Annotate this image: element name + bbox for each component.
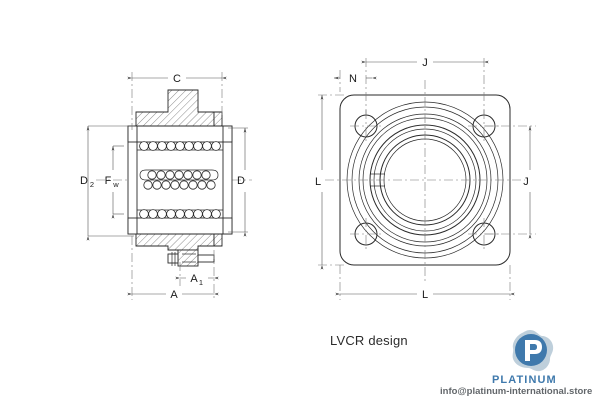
dimension-label-Fw: F [105, 175, 112, 187]
ball-row-top [139, 141, 221, 151]
dimension-label-D2: D [80, 175, 88, 187]
dimension-label-C: C [173, 73, 181, 85]
dimension-label-N: N [349, 73, 357, 85]
seal-bottom-left [127, 217, 138, 235]
dimension-label-L-left: L [315, 176, 321, 188]
dimension-label-J-right: J [523, 176, 529, 188]
section-view-group: C D 2 F w [80, 70, 252, 301]
bolt-hole-bottom-left [350, 218, 382, 250]
dimension-Fw: F w [105, 145, 124, 219]
dimension-label-D: D [237, 175, 245, 187]
flange-square-outline [339, 94, 511, 266]
seal-top-right [222, 125, 233, 143]
dimension-label-Fw-subscript: w [112, 180, 119, 189]
lower-stud-shaft [197, 254, 215, 263]
housing-upper-step [213, 111, 223, 127]
logo-letter-p [525, 340, 542, 361]
dimension-J-right: J [523, 126, 532, 239]
ball-row-center-upper [147, 170, 211, 180]
lower-stud-collar [167, 253, 179, 264]
dimension-A1: A 1 [175, 270, 219, 287]
bearing-ring-inner-edge [373, 128, 477, 232]
ball-row-bottom [139, 209, 221, 219]
bolt-hole-bottom-right [468, 218, 500, 250]
dimension-J-top: J [361, 54, 489, 69]
drawing-caption: LVCR design [330, 333, 408, 348]
ball-track-outline [139, 169, 219, 181]
dimension-N: N [334, 73, 377, 85]
watermark-email: info@platinum-international.store [440, 386, 593, 397]
watermark-brand: PLATINUM [492, 374, 557, 386]
dimension-C: C [127, 70, 227, 85]
dimension-L-bottom: L [335, 286, 515, 301]
lower-stud-body [177, 249, 199, 267]
ball-row-center-lower [143, 180, 216, 190]
housing-upper-flange [135, 89, 215, 127]
dimension-A: A [127, 286, 219, 301]
dimension-D2: D 2 [80, 125, 134, 241]
dimension-label-L-bottom: L [422, 289, 428, 301]
watermark: PLATINUM info@platinum-international.sto… [438, 328, 596, 398]
housing-lower-flange [135, 233, 215, 251]
dimension-label-A1: A [190, 273, 198, 285]
seal-bottom-right [222, 217, 233, 235]
dimension-D: D [228, 127, 248, 237]
dimension-label-A: A [170, 289, 178, 301]
front-view-group: J N L J [315, 54, 536, 301]
platinum-p-logo-icon [512, 330, 554, 372]
dimension-L-left: L [315, 95, 324, 270]
dimension-label-J-top: J [422, 57, 428, 69]
seal-top-left [127, 125, 138, 143]
housing-lower-step [213, 233, 223, 247]
dimension-label-D2-subscript: 2 [90, 180, 94, 189]
dimension-label-A1-subscript: 1 [199, 278, 203, 287]
